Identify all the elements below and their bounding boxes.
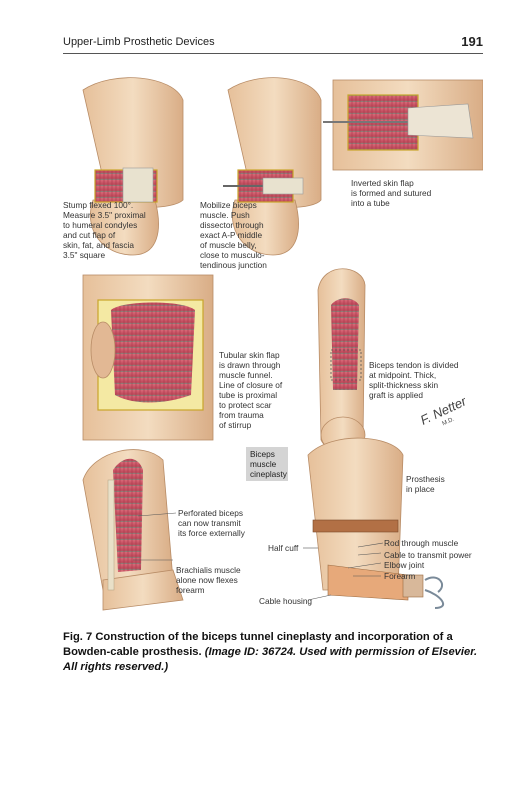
caption-credit: (Image ID: 36724. Used with permission o… [63, 646, 478, 673]
label-rod: Rod through muscle [384, 538, 459, 548]
figure-drawing: F. Netter M.D. [82, 77, 484, 611]
caption-figure-number: Fig. 7 [63, 631, 93, 643]
panel1-drawing [82, 77, 184, 256]
svg-text:M.D.: M.D. [441, 416, 455, 427]
panel6-drawing [82, 449, 184, 611]
figure-caption: Fig. 7 Construction of the biceps tunnel… [63, 630, 483, 675]
label-forearm: Forearm [384, 571, 416, 581]
figure-illustration: F. Netter M.D. Stump flexed 100°. Measur… [63, 60, 484, 625]
label-cable-power: Cable to transmit power [384, 550, 472, 560]
leader-lines [133, 512, 384, 601]
page-header: Upper-Limb Prosthetic Devices 191 [63, 33, 483, 54]
label-elbow-joint: Elbow joint [384, 560, 425, 570]
label-panel1: Stump flexed 100°. Measure 3.5" proximal… [63, 200, 146, 260]
label-panel4: Tubular skin flap is drawn through muscl… [219, 350, 283, 430]
label-perforated-biceps: Perforated biceps can now transmit its f… [178, 508, 245, 538]
page-number: 191 [461, 34, 483, 49]
panel2-drawing [223, 77, 322, 256]
panel7-drawing [307, 437, 445, 609]
caption-title: Construction of the biceps tunnel cinepl… [63, 631, 453, 658]
label-panel3: Inverted skin flap is formed and sutured… [351, 178, 432, 208]
panel4-drawing [82, 274, 214, 441]
label-prosthesis: Prosthesis in place [406, 474, 445, 494]
label-brachialis: Brachialis muscle alone now flexes forea… [176, 565, 241, 595]
cineplasty-title-box: Biceps muscle cineplasty [246, 447, 288, 481]
panel5-drawing [317, 268, 366, 454]
running-title: Upper-Limb Prosthetic Devices [63, 36, 215, 48]
label-panel5: Biceps tendon is divided at midpoint. Th… [369, 360, 459, 400]
label-panel2: Mobilize biceps muscle. Push dissector t… [200, 200, 267, 270]
label-half-cuff: Half cuff [268, 543, 299, 553]
panel3-drawing [323, 79, 484, 171]
label-cable-housing: Cable housing [259, 596, 313, 606]
